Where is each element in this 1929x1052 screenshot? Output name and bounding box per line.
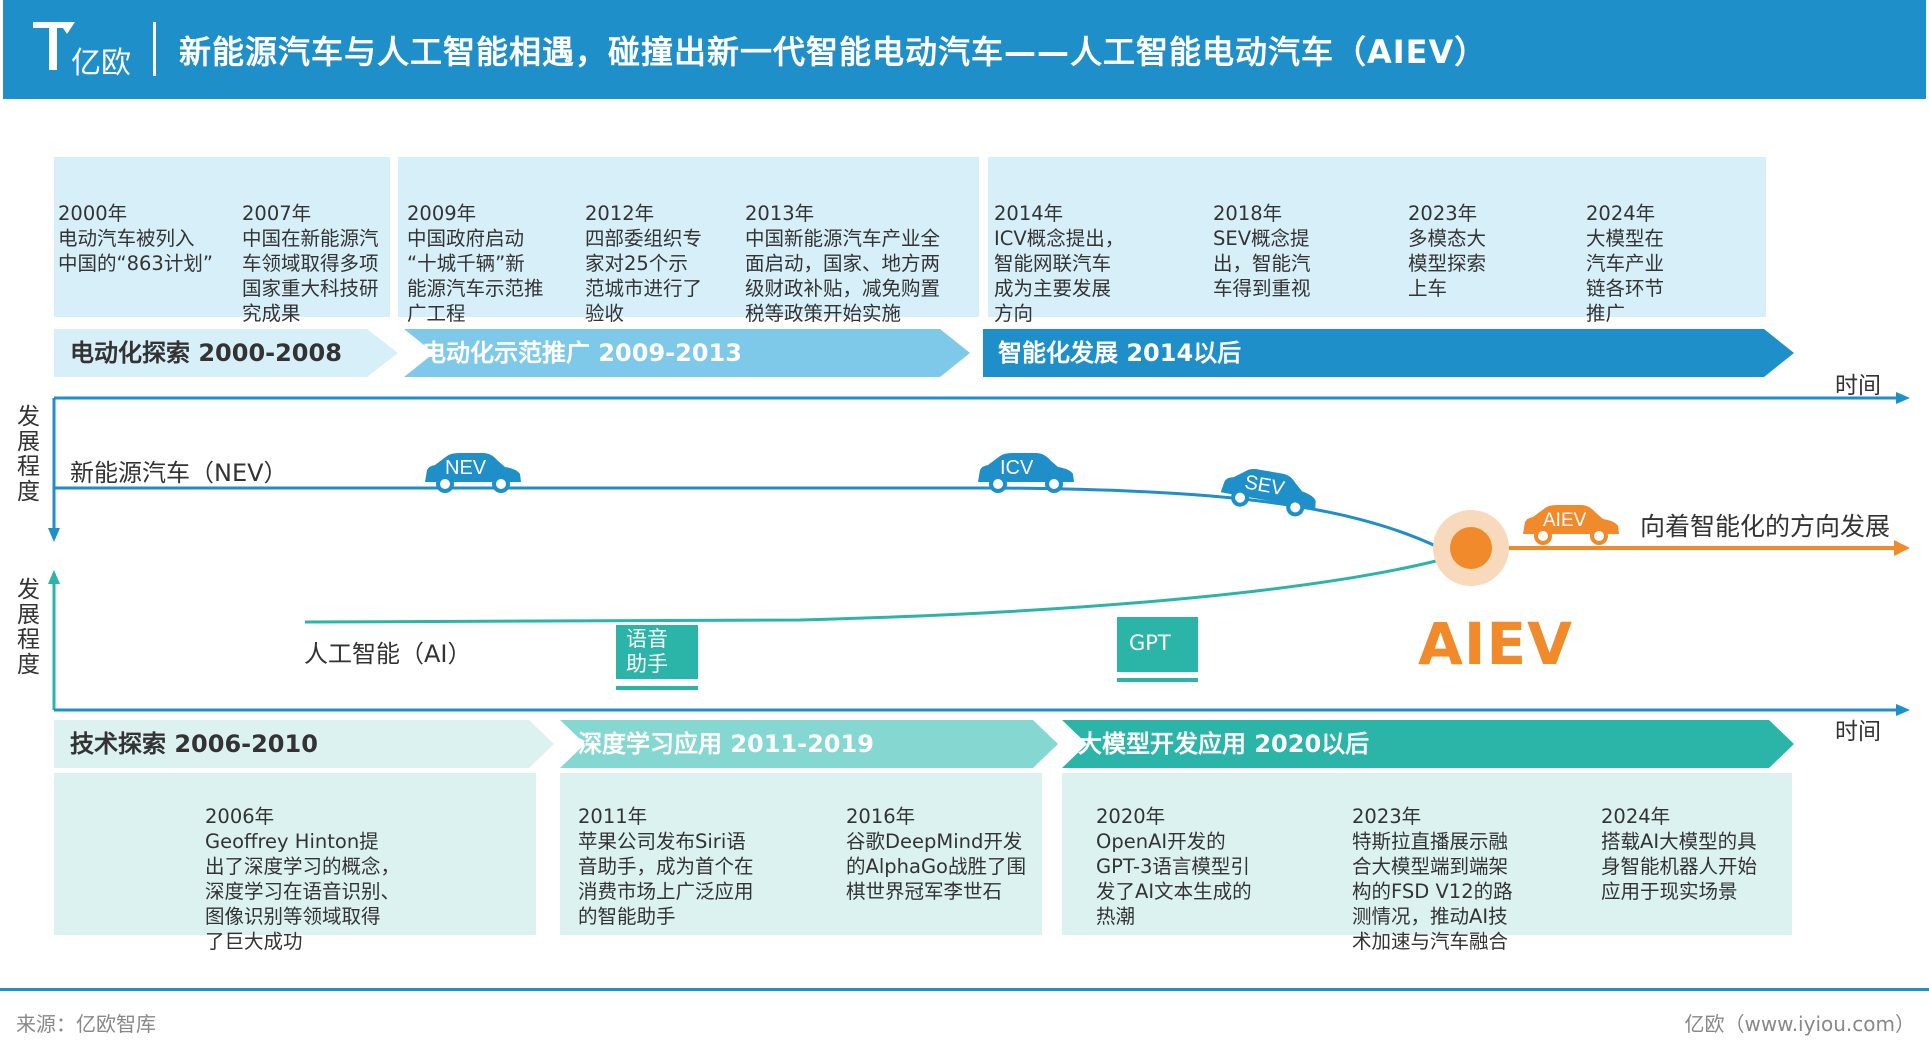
top-dev-axis-label: 发展程度 [17,404,40,505]
sev-car-icon: SEV [1220,469,1316,517]
top-phase-label-1: 电动化探索 2000-2008 [70,339,342,367]
header-separator [153,22,156,76]
top-phase-arrow-2 [404,329,970,377]
top-panel-electrification-exploration [54,157,390,317]
aiev-label: AIEV [1418,610,1573,678]
top-dev-axis-arrow [48,528,60,542]
top-event-2007: 2007年中国在新能源汽 车领域取得多项 国家重大科技研 究成果 [242,202,379,325]
nev-car-label: NEV [445,457,487,479]
top-event-2024: 2024年大模型在 汽车产业 链各环节 推广 [1586,202,1665,325]
top-phase-arrow-1 [54,329,398,377]
bottom-event-2024: 2024年搭载AI大模型的具 身智能机器人开始 应用于现实场景 [1601,805,1758,903]
bottom-panel-tech-exploration [54,773,536,935]
footer-site: 亿欧（www.iyiou.com） [1684,1012,1915,1036]
top-event-2023: 2023年多模态大 模型探索 上车 [1408,202,1487,300]
bottom-time-axis-arrow [1896,704,1910,716]
gpt-box: GPT [1117,617,1198,672]
voice-assistant-box: 语音 助手 [616,625,698,679]
bottom-event-2011: 2011年苹果公司发布Siri语 音助手，成为首个在 消费市场上广泛应用 的智能… [578,805,754,928]
ai-curve [304,558,1441,624]
bottom-dev-axis-arrow [48,570,60,584]
bottom-dev-axis-label: 发展程度 [17,577,40,678]
top-phase-arrow-3 [983,329,1794,377]
footer-divider [0,988,1929,991]
bottom-panel-deep-learning [560,773,1042,935]
bottom-panel-large-models [1062,773,1792,935]
top-phase-label-2: 电动化示范推广 2009-2013 [422,339,742,367]
icv-car-icon: ICV [978,453,1074,493]
bottom-event-2016: 2016年谷歌DeepMind开发 的AlphaGo战胜了围 棋世界冠军李世石 [846,805,1026,903]
bottom-time-axis-label: 时间 [1835,719,1881,745]
top-event-2009: 2009年中国政府启动 “十城千辆”新 能源汽车示范推 广工程 [407,202,544,325]
yiou-logo-icon [33,22,75,70]
bottom-phase-arrow-1 [54,720,554,768]
logo-text: 亿欧 [71,46,131,81]
bottom-phase-label-1: 技术探索 2006-2010 [70,730,318,758]
direction-label: 向着智能化的方向发展 [1640,512,1891,541]
page-title: 新能源汽车与人工智能相遇，碰撞出新一代智能电动汽车——人工智能电动汽车（AIEV… [179,33,1488,71]
aiev-point [1450,527,1492,569]
icv-car-label: ICV [1000,457,1034,479]
top-time-axis-label: 时间 [1835,373,1881,399]
bottom-phase-label-2: 深度学习应用 2011-2019 [578,730,874,758]
top-phase-label-3: 智能化发展 2014以后 [998,339,1242,367]
nev-car-icon: NEV [425,453,521,493]
top-panel-intelligence [988,157,1766,317]
footer-source: 来源：亿欧智库 [16,1012,156,1036]
top-event-2000: 2000年电动汽车被列入 中国的“863计划” [58,202,213,275]
top-event-2012: 2012年四部委组织专 家对25个示 范城市进行了 验收 [585,202,703,325]
nev-curve-label: 新能源汽车（NEV） [70,459,288,487]
ai-curve-label: 人工智能（AI） [304,640,472,668]
top-event-2013: 2013年中国新能源汽车产业全 面启动，国家、地方两 级财政补贴，减免购置 税等… [745,202,941,325]
bottom-event-2023: 2023年特斯拉直播展示融 合大模型端到端架 构的FSD V12的路 测情况，推… [1352,805,1513,953]
top-time-axis-arrow [1896,392,1910,404]
top-panel-electrification-demo [398,157,979,317]
aiev-direction-arrow [1894,540,1910,556]
header-bar: 亿欧 新能源汽车与人工智能相遇，碰撞出新一代智能电动汽车——人工智能电动汽车（A… [3,0,1926,99]
bottom-phase-arrow-2 [560,720,1058,768]
aiev-car-icon: AIEV [1523,505,1619,545]
bottom-phase-arrow-3 [1062,720,1794,768]
aiev-car-label: AIEV [1543,510,1587,531]
bottom-phase-label-3: 大模型开发应用 2020以后 [1078,730,1370,758]
